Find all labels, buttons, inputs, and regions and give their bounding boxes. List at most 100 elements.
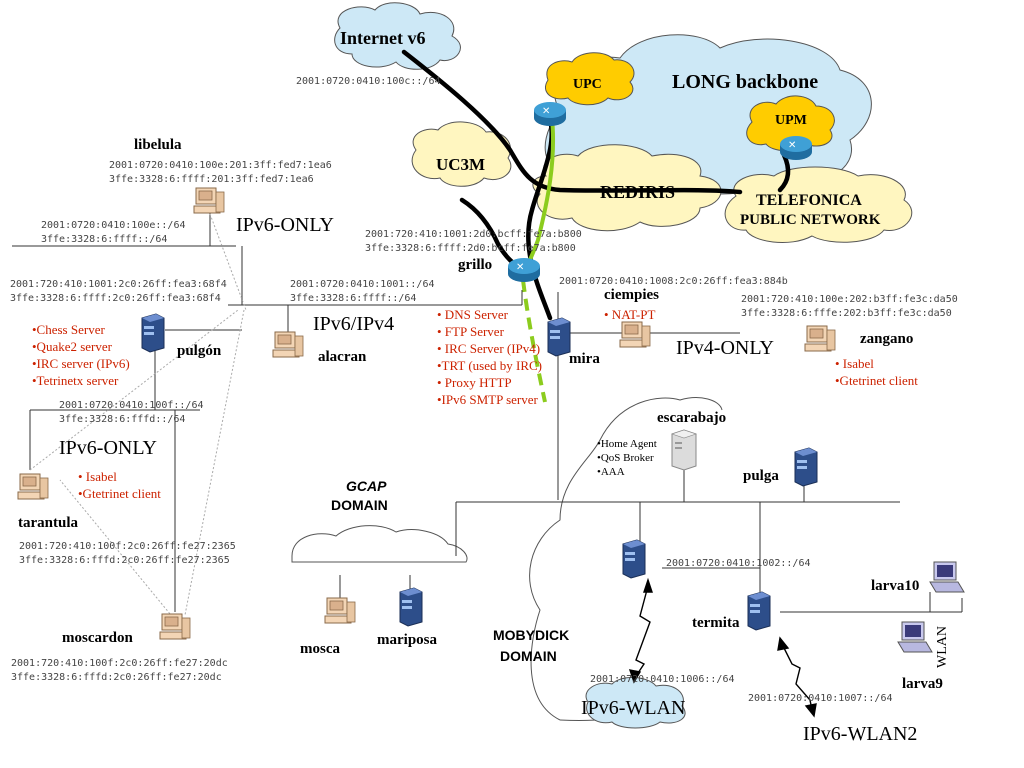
- service-item: •Quake2 server: [32, 339, 113, 354]
- libelula-label: libelula: [134, 137, 182, 153]
- moscardon-address-1: 2001:720:410:100f:2c0:26ff:fe27:20dc: [11, 658, 228, 669]
- mosca-pc-icon: [324, 597, 356, 624]
- tunnel-dashed: [521, 279, 547, 403]
- service-item: •QoS Broker: [597, 452, 654, 464]
- pulgon-address-1: 2001:720:410:1001:2c0:26ff:fea3:68f4: [10, 279, 227, 290]
- net-mid-address-2: 3ffe:3328:6:ffff::/64: [290, 293, 416, 304]
- service-item: •Gtetrinet client: [78, 486, 161, 501]
- ipv6-only-low-label: IPv6-ONLY: [59, 437, 157, 459]
- service-item: •IRC server (IPv6): [32, 356, 130, 371]
- node-labels: libelula grillo pulgón alacran ciempies …: [18, 137, 943, 692]
- escarabajo-services: •Home Agent •QoS Broker •AAA: [597, 438, 657, 478]
- larva9-laptop-icon: [897, 621, 933, 653]
- svg-text:✕: ✕: [542, 106, 550, 117]
- alacran-label: alacran: [318, 349, 367, 365]
- ipv4-only-label: IPv4-ONLY: [676, 337, 774, 359]
- mira-services: • DNS Server • FTP Server • IRC Server (…: [437, 307, 542, 407]
- zangano-label: zangano: [860, 331, 913, 347]
- net-mid-address-1: 2001:0720:0410:1001::/64: [290, 279, 435, 290]
- svg-text:✕: ✕: [516, 262, 524, 273]
- grillo-address-2: 3ffe:3328:6:ffff:2d0:bcff:fe7a:b800: [365, 243, 576, 254]
- wlan-cloud-label: IPv6-WLAN: [581, 697, 685, 719]
- service-item: • FTP Server: [437, 324, 505, 339]
- moscardon-pc-icon: [159, 613, 191, 640]
- mira-server-icon: [547, 317, 571, 357]
- larva9-label: larva9: [902, 676, 943, 692]
- tarantula-label: tarantula: [18, 515, 79, 531]
- service-item: • NAT-PT: [604, 307, 655, 322]
- net-1007-address: 2001:0720:0410:1007::/64: [748, 693, 893, 704]
- net-low-address-1: 2001:0720:0410:100f::/64: [59, 400, 204, 411]
- telefonica-label-2: PUBLIC NETWORK: [740, 212, 881, 228]
- wlan2-zigzag: [781, 643, 813, 711]
- internet-cloud: Internet v6: [334, 2, 461, 70]
- wlan-vertical-label: WLAN: [935, 626, 950, 668]
- service-item: •AAA: [597, 466, 625, 478]
- alacran-pc-icon: [272, 331, 304, 358]
- net-1002-address: 2001:0720:0410:1002::/64: [666, 558, 811, 569]
- address-labels: 2001:0720:0410:100c::/64 2001:0720:0410:…: [10, 76, 958, 704]
- upm-to-telefonica-link: [777, 152, 791, 193]
- mariposa-server-icon: [399, 587, 423, 627]
- pulgon-services: •Chess Server •Quake2 server •IRC server…: [32, 322, 130, 388]
- mariposa-label: mariposa: [377, 632, 438, 648]
- moscardon-address-2: 3ffe:3328:6:fffd:2c0:26ff:fe27:20dc: [11, 672, 222, 683]
- termita-label: termita: [692, 615, 740, 631]
- service-item: • Isabel: [78, 469, 117, 484]
- moscardon-label: moscardon: [62, 630, 133, 646]
- tarantula-address-1: 2001:720:410:100f:2c0:26ff:fe27:2365: [19, 541, 236, 552]
- zangano-address-1: 2001:720:410:100e:202:b3ff:fe3c:da50: [741, 294, 958, 305]
- pulga-label: pulga: [743, 468, 779, 484]
- router-upc: ✕: [534, 102, 566, 126]
- pulga-server-icon: [794, 447, 818, 487]
- tarantula-address-2: 3ffe:3328:6:fffd:2c0:26ff:fe27:2365: [19, 555, 230, 566]
- upc-cloud: UPC: [545, 52, 635, 106]
- service-item: •Home Agent: [597, 438, 657, 450]
- mobydick-label-2: DOMAIN: [500, 648, 557, 664]
- service-item: • Isabel: [835, 356, 874, 371]
- pulgon-server-icon: [141, 313, 165, 353]
- router-upm: ✕: [780, 136, 812, 160]
- internet-cloud-label: Internet v6: [340, 28, 425, 48]
- uc3m-cloud: UC3M: [411, 121, 512, 187]
- service-item: •Chess Server: [32, 322, 105, 337]
- zangano-pc-icon: [804, 325, 836, 352]
- wlan-cloud: IPv6-WLAN: [581, 677, 686, 729]
- libelula-pc-icon: [193, 187, 225, 214]
- ciempies-address: 2001:0720:0410:1008:2c0:26ff:fea3:884b: [559, 276, 788, 287]
- pulgon-label: pulgón: [177, 343, 222, 359]
- escarabajo-tower-icon: [671, 429, 697, 471]
- dotted-links: [29, 213, 247, 621]
- libelula-address-2: 3ffe:3328:6:ffff:201:3ff:fed7:1ea6: [109, 174, 314, 185]
- gcap-label-2: DOMAIN: [331, 497, 388, 513]
- wlan1-zigzag: [635, 585, 651, 677]
- upm-cloud: UPM: [746, 95, 835, 152]
- upm-label: UPM: [775, 113, 807, 128]
- service-item: • DNS Server: [437, 307, 509, 322]
- ciempies-pc-icon: [619, 321, 651, 348]
- larva10-laptop-icon: [929, 561, 965, 593]
- grillo-label: grillo: [458, 257, 492, 273]
- telefonica-label-1: TELEFONICA: [756, 192, 862, 209]
- net-low-address-2: 3ffe:3328:6:fffd::/64: [59, 414, 185, 425]
- wireless-links: [628, 577, 817, 718]
- access-router-server-icon: [622, 539, 646, 579]
- gcap-cloud: GCAP DOMAIN: [291, 478, 468, 563]
- internet-address: 2001:0720:0410:100c::/64: [296, 76, 441, 87]
- tarantula-pc-icon: [17, 473, 49, 500]
- ipv6-ipv4-label: IPv6/IPv4: [313, 313, 394, 335]
- libelula-address-1: 2001:0720:0410:100e:201:3ff:fed7:1ea6: [109, 160, 332, 171]
- grillo-address-1: 2001:720:410:1001:2d0:bcff:fe7a:b800: [365, 229, 582, 240]
- upc-label: UPC: [573, 77, 602, 92]
- larva10-label: larva10: [871, 578, 919, 594]
- zangano-services: • Isabel •Gtetrinet client: [835, 356, 918, 388]
- rediris-cloud: REDIRIS: [532, 144, 722, 232]
- internet-to-rediris-link: [401, 49, 743, 195]
- ipv6-only-top-label: IPv6-ONLY: [236, 214, 334, 236]
- gcap-label-1: GCAP: [346, 478, 387, 494]
- mosca-label: mosca: [300, 641, 340, 657]
- router-grillo: ✕: [508, 258, 540, 282]
- ciempies-label: ciempies: [604, 287, 659, 303]
- lan-lines: [12, 212, 963, 613]
